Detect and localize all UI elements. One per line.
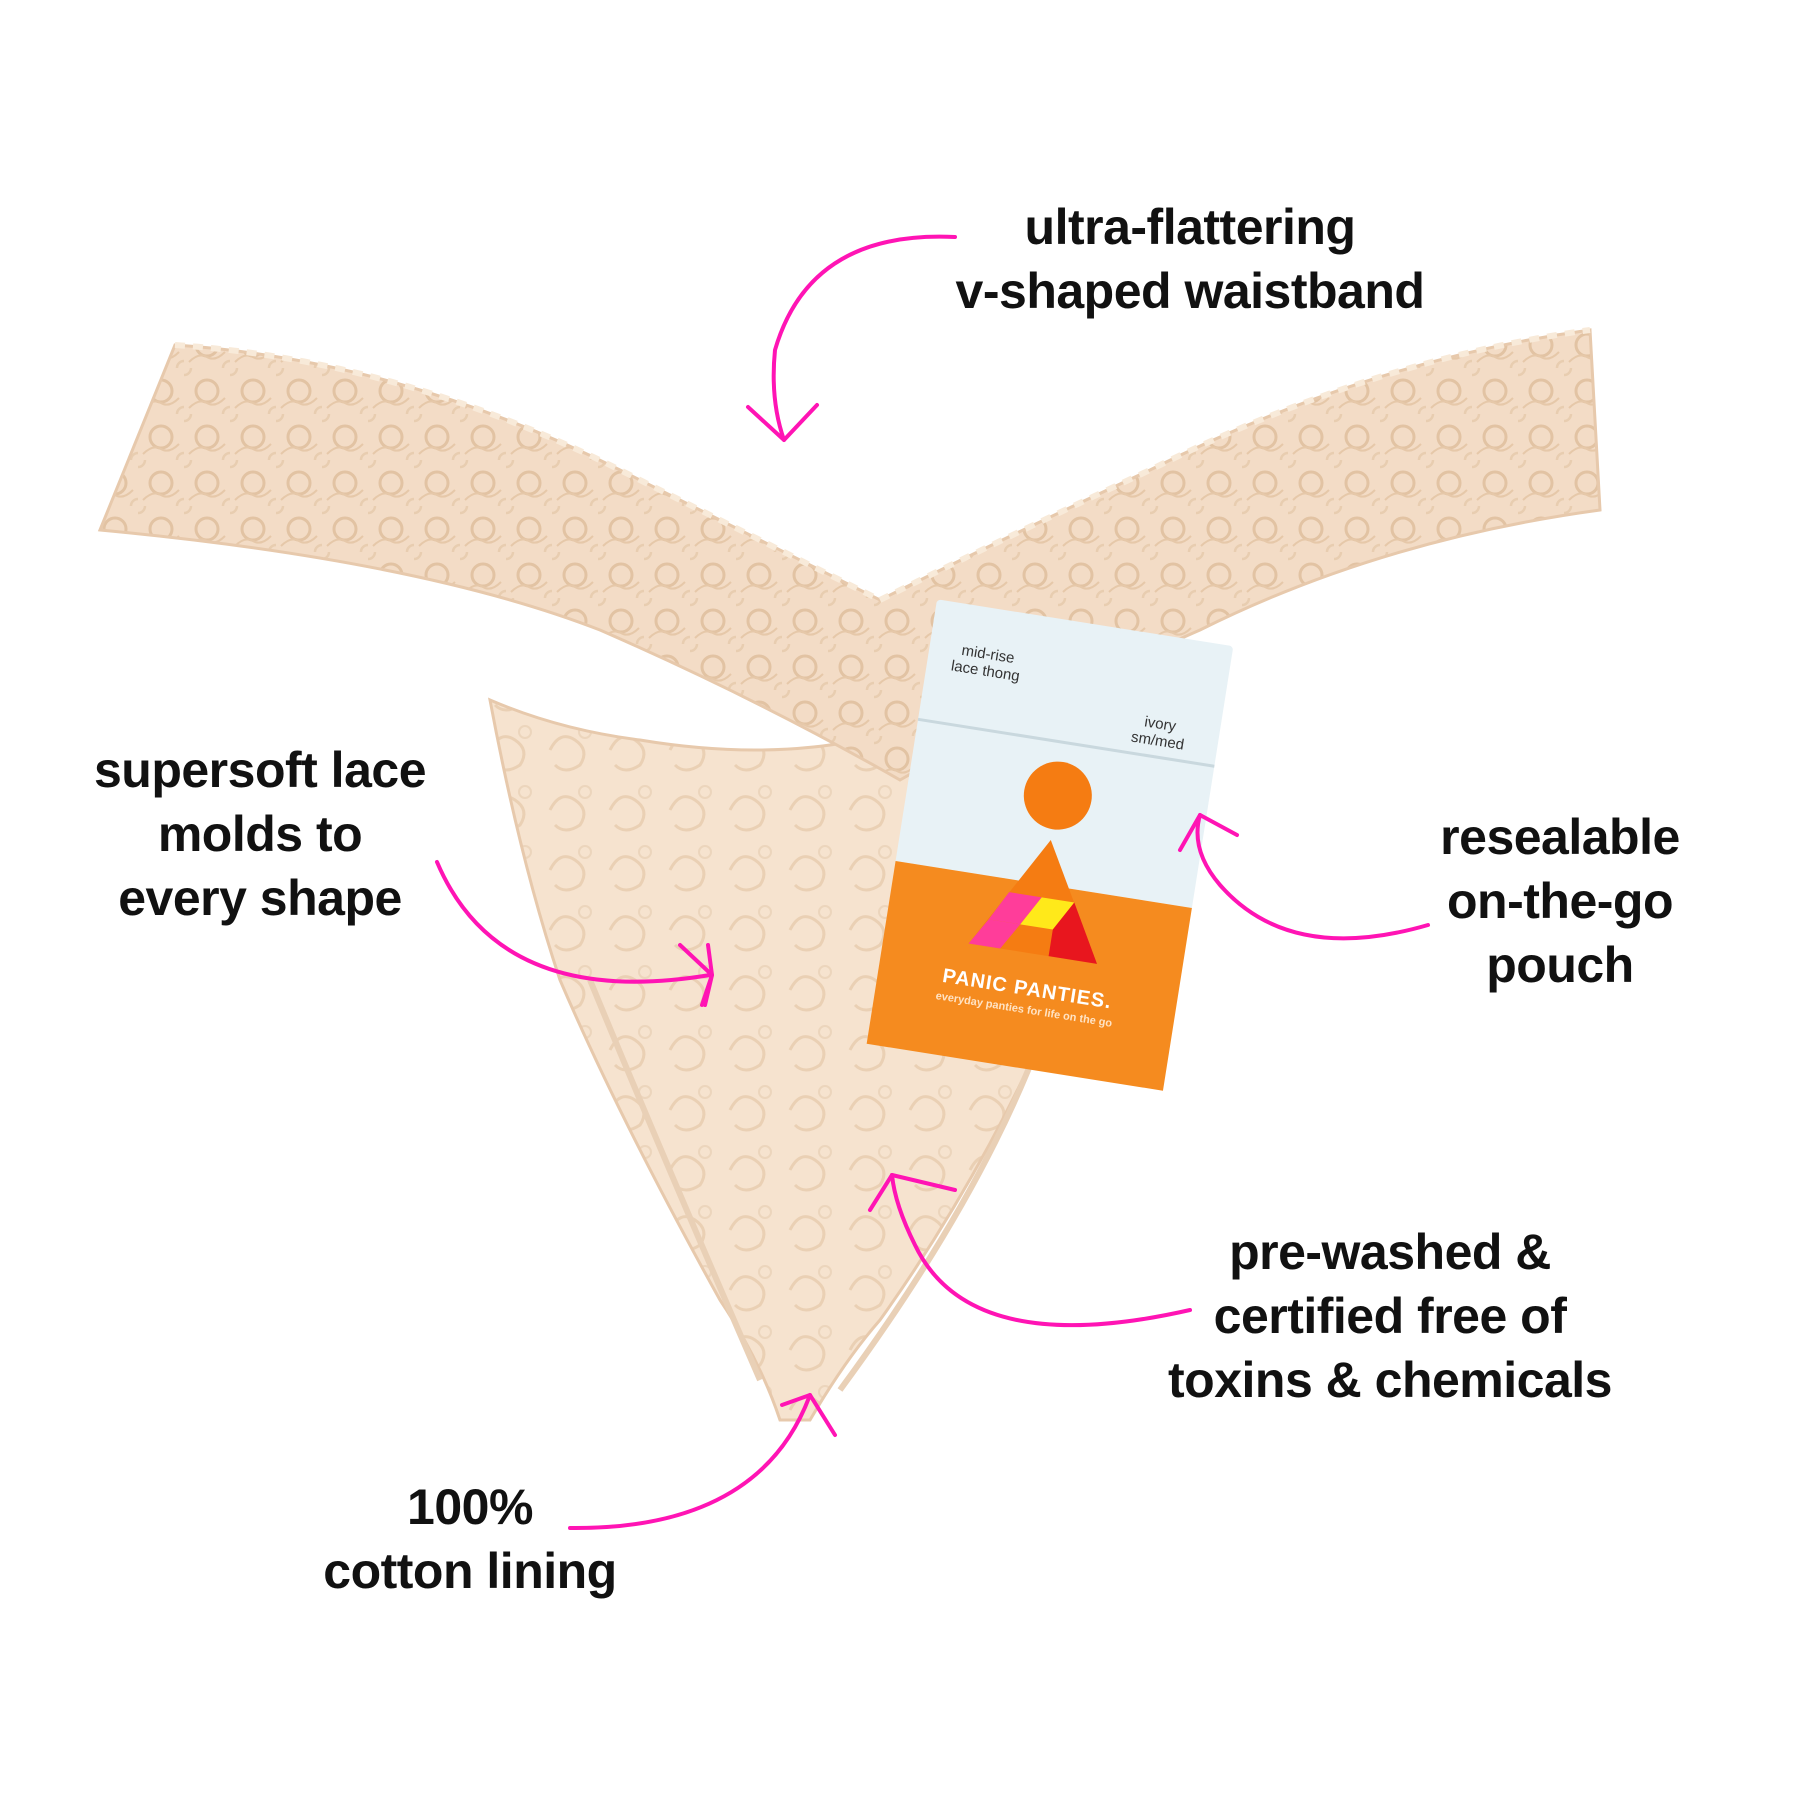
callout-waistband: ultra-flattering v-shaped waistband	[955, 199, 1425, 319]
callout-lining: 100% cotton lining	[323, 1479, 617, 1599]
waistband	[97, 328, 1602, 782]
curved-arrow-icon	[868, 1173, 1192, 1328]
pouch: mid-rise lace thong ivory sm/med PANIC P…	[866, 599, 1234, 1091]
curved-arrow-icon	[746, 234, 957, 442]
curved-arrow-icon	[435, 860, 714, 1007]
callout-pouch: resealable on-the-go pouch	[1440, 809, 1680, 993]
triangle-logo-icon	[968, 761, 1097, 964]
callout-lace: supersoft lace molds to every shape	[93, 742, 427, 926]
curved-arrow-icon	[1178, 813, 1430, 941]
curved-arrow-icon	[568, 1393, 837, 1531]
callout-prewashed: pre-washed & certified free of toxins & …	[1168, 1224, 1612, 1408]
